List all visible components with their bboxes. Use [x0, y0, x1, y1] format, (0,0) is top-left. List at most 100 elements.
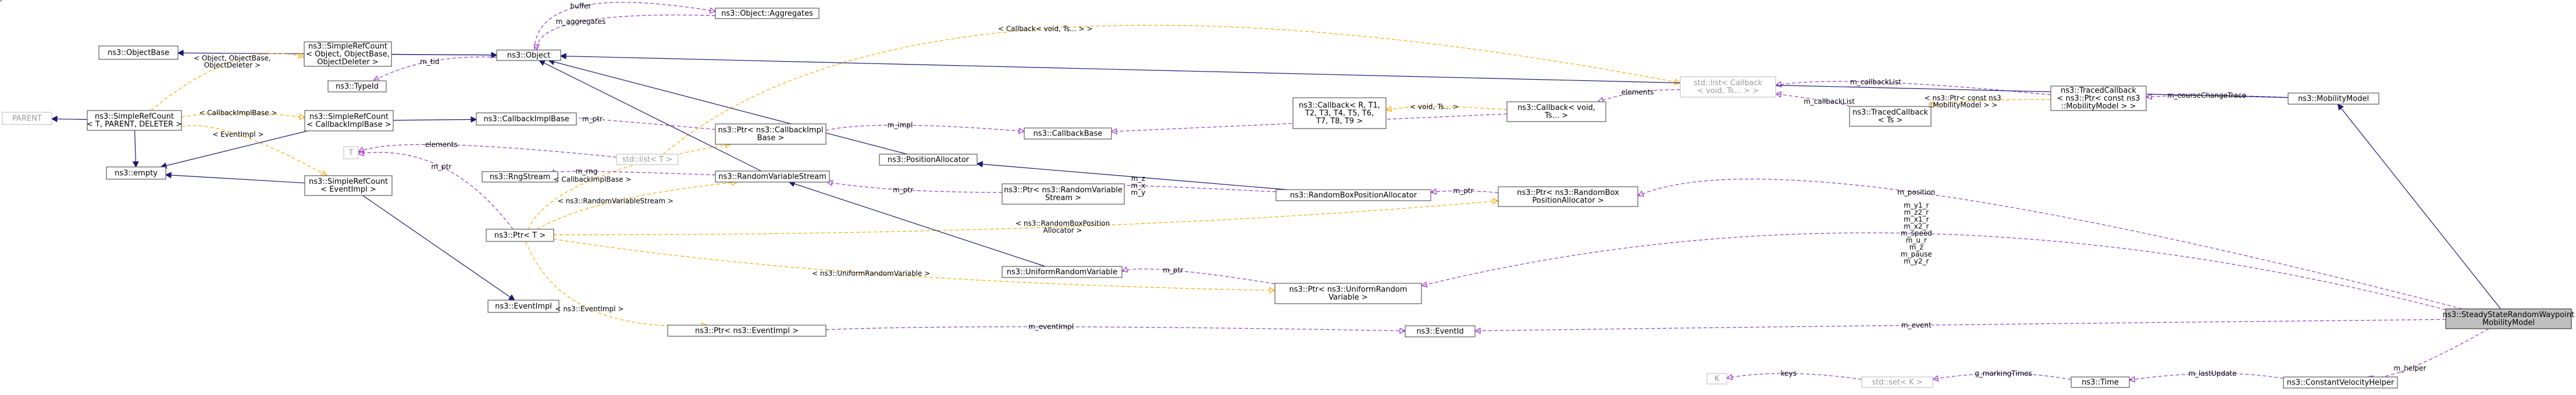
class-node-objbase[interactable]: ns3::ObjectBase: [98, 45, 179, 60]
node-label: T2, T3, T4, T5, T6,: [1305, 109, 1374, 118]
node-label: ns3::Ptr< ns3::RandomBox: [1517, 188, 1619, 197]
class-node-posalloc[interactable]: ns3::PositionAllocator: [879, 154, 978, 166]
node-label: ObjectDeleter >: [317, 58, 378, 66]
node-box: [1002, 183, 1125, 205]
edge-label-m-position: m_position: [1897, 188, 1935, 197]
edge-template-src_tpd-to-src_cib: [181, 112, 306, 120]
class-node-object[interactable]: ns3::Object: [496, 49, 561, 61]
class-node-ptr_rvs[interactable]: ns3::Ptr< ns3::RandomVariableStream >: [1002, 183, 1125, 205]
edge-label-callback-void-ts: < Callback< void, Ts... > >: [998, 24, 1092, 33]
edge-label-object-objectbase: < Object, ObjectBase,: [194, 54, 271, 62]
node-box: [487, 300, 560, 313]
edge-label-m-z: m_z: [1909, 243, 1923, 251]
class-node-rbpa[interactable]: ns3::RandomBoxPositionAllocator: [1275, 189, 1431, 201]
node-box: [106, 166, 166, 180]
class-node-ptr_rbpa[interactable]: ns3::Ptr< ns3::RandomBoxPositionAllocato…: [1498, 186, 1638, 207]
edge-label-m-tid: m_tid: [420, 58, 439, 66]
node-box: [1680, 76, 1776, 98]
node-label: ns3::ObjectBase: [108, 48, 169, 57]
node-label: < CallbackImplBase >: [307, 120, 391, 129]
class-node-src_ei[interactable]: ns3::SimpleRefCount< EventImpl >: [304, 175, 393, 196]
node-label: PositionAllocator >: [1532, 197, 1604, 205]
class-node-rvs[interactable]: ns3::RandomVariableStream: [715, 170, 830, 183]
node-label: T7, T8, T9 >: [1316, 117, 1363, 126]
class-node-stdlist_cb[interactable]: std::list< Callback< void, Ts... > >: [1680, 76, 1776, 98]
node-label: < EventImpl >: [320, 186, 376, 194]
class-node-eventimpl[interactable]: ns3::EventImpl: [487, 300, 560, 313]
class-node-mobility[interactable]: ns3::SteadyStateRandomWaypointMobilityMo…: [2443, 308, 2574, 329]
class-node-src_obj[interactable]: ns3::SimpleRefCount< Object, ObjectBase,…: [304, 41, 392, 67]
edge-usage-ptr_rvs-to-rvs: [826, 180, 1003, 193]
edge-label-eventimpl: < EventImpl >: [212, 130, 263, 138]
class-node-ptr_urv[interactable]: ns3::Ptr< ns3::UniformRandomVariable >: [1274, 283, 1422, 304]
class-node-ptr_ei[interactable]: ns3::Ptr< ns3::EventImpl >: [667, 325, 826, 337]
edge-usage-mobility-to-ptr_rbpa: [1637, 179, 2463, 309]
edge-label-m-x1-r: m_x1_r: [1904, 215, 1929, 223]
node-label: ns3::CallbackImplBase: [483, 115, 569, 123]
edge-label-buffer: buffer: [571, 2, 592, 10]
edge-inherit-mobility-to-mobbase: [2337, 103, 2501, 309]
class-node-cvh[interactable]: ns3::ConstantVelocityHelper: [2283, 376, 2398, 389]
class-node-parent[interactable]: PARENT: [2, 112, 52, 125]
node-label: ns3::TracedCallback: [2061, 86, 2136, 95]
class-node-src_cib[interactable]: ns3::SimpleRefCount< CallbackImplBase >: [304, 110, 394, 131]
edge-usage-tcb_ts-to-stdlist_cb: [1775, 91, 1850, 107]
class-node-callbackbase[interactable]: ns3::CallbackBase: [1024, 127, 1112, 140]
edge-label-m-callbacklist: m_callbackList: [1804, 98, 1855, 106]
edge-label-m-ptr: m_ptr: [893, 186, 913, 194]
edge-usage-aggregates-to-object: [533, 15, 716, 51]
class-node-empty[interactable]: ns3::empty: [106, 166, 166, 180]
node-box: [616, 154, 679, 165]
class-node-stdsetK[interactable]: std::set< K >: [1861, 376, 1933, 388]
class-node-cib[interactable]: ns3::CallbackImplBase: [476, 112, 577, 126]
node-box: [715, 170, 830, 183]
node-label: PARENT: [12, 114, 42, 123]
node-box: [1275, 189, 1431, 201]
node-label: ns3::SimpleRefCount: [309, 177, 388, 186]
node-box: [2445, 308, 2572, 329]
edge-label-void-ts: < void, Ts... >: [1410, 102, 1459, 111]
class-node-urv[interactable]: ns3::UniformRandomVariable: [1002, 266, 1123, 278]
node-label: < Object, ObjectBase,: [306, 50, 390, 59]
node-box: [1002, 266, 1123, 278]
node-box: [98, 45, 179, 60]
class-node-T[interactable]: T: [343, 146, 359, 159]
edge-template-ptrT-to-ptr_rbpa: [553, 198, 1499, 236]
edge-label-m-lastupdate: m_lastUpdate: [2189, 369, 2237, 378]
node-label: ns3::EventImpl: [495, 302, 552, 311]
class-node-time[interactable]: ns3::Time: [2071, 376, 2130, 388]
class-node-ptrT[interactable]: ns3::Ptr< T >: [486, 229, 554, 242]
node-label: ns3::UniformRandomVariable: [1007, 268, 1117, 276]
edge-label-m-ptr: m_ptr: [431, 163, 451, 171]
class-node-K[interactable]: K: [1706, 373, 1727, 385]
edge-usage-tcb_mm-to-stdlist_cb: [1775, 81, 2051, 95]
edge-inherit-src_ei-to-eventimpl: [362, 195, 515, 301]
node-label: ns3::CallbackBase: [1034, 129, 1103, 138]
class-node-tcb_mm[interactable]: ns3::TracedCallback< ns3::Ptr< const ns3…: [2050, 86, 2147, 111]
class-node-src_tpd[interactable]: ns3::SimpleRefCount< T, PARENT, DELETER …: [87, 110, 182, 131]
class-node-typeid[interactable]: ns3::TypeId: [327, 80, 387, 92]
edge-label-m-z: m_z: [1131, 175, 1145, 183]
edge-template-cb_void-to-cb_tmpl: [1385, 106, 1508, 112]
edge-inherit-src_tpd-to-empty: [132, 130, 139, 168]
node-label: ns3::ConstantVelocityHelper: [2287, 378, 2395, 387]
class-node-aggregates[interactable]: ns3::Object::Aggregates: [715, 8, 820, 19]
node-label: Ts... >: [1544, 112, 1568, 120]
class-node-mobbase[interactable]: ns3::MobilityModel: [2288, 92, 2379, 105]
node-label: ns3::Callback< void,: [1517, 104, 1595, 112]
edge-label-m-helper: m_helper: [2393, 364, 2426, 372]
edge-label-m-y: m_y: [1131, 188, 1146, 197]
edge-usage-stdsetK-to-K: [1726, 373, 1862, 380]
class-node-tcb_ts[interactable]: ns3::TracedCallback< Ts >: [1849, 106, 1932, 127]
edge-label-m-ptr: m_ptr: [0, 0, 10, 2]
edge-usage-mobility-to-ptr_urv: [1420, 232, 2446, 311]
class-node-ptr_cib[interactable]: ns3::Ptr< ns3::CallbackImplBase >: [715, 123, 826, 145]
class-node-stdlistT[interactable]: std::list< T >: [616, 154, 679, 165]
class-node-cb_void[interactable]: ns3::Callback< void,Ts... >: [1506, 101, 1606, 122]
class-node-eventid[interactable]: ns3::EventId: [1405, 325, 1476, 337]
class-node-cb_tmpl[interactable]: ns3::Callback< R, T1,T2, T3, T4, T5, T6,…: [1292, 97, 1387, 129]
node-label: Base >: [757, 134, 785, 143]
edge-label-m-ptr: m_ptr: [582, 115, 603, 123]
node-label: < ns3::Ptr< const ns3: [2057, 94, 2140, 103]
class-node-ringstream[interactable]: ns3::RngStream: [482, 171, 558, 183]
